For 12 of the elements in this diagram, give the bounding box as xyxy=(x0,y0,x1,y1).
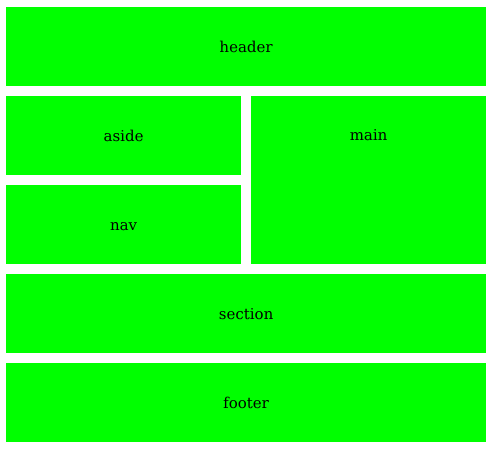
layout-region xyxy=(6,363,486,442)
layout-region xyxy=(251,96,486,264)
layout-region xyxy=(6,185,241,264)
region-label: main xyxy=(350,126,388,144)
layout-region xyxy=(6,96,241,175)
layout-region xyxy=(6,7,486,86)
region-label: footer xyxy=(223,394,269,412)
region-label: aside xyxy=(104,126,144,144)
region-label: section xyxy=(218,304,274,322)
layout-region xyxy=(6,274,486,353)
region-label: nav xyxy=(110,216,138,234)
region-label: header xyxy=(219,38,273,56)
